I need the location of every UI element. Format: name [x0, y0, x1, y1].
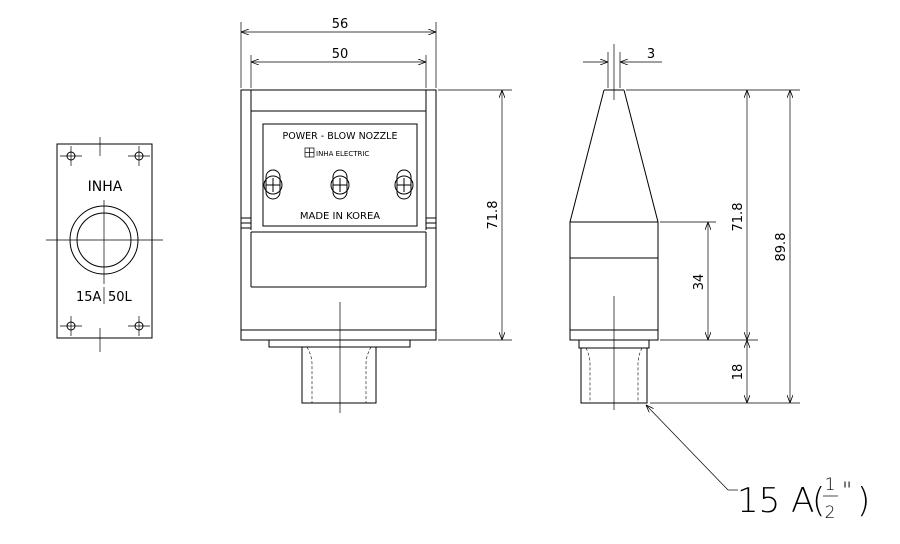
dim-width-outer: 56: [332, 17, 349, 32]
dim-total: 89.8: [774, 233, 789, 262]
callout-numerator: 1: [825, 475, 836, 495]
thread-callout: 15 A ( 1 2 " ): [737, 475, 870, 523]
front-body-outline: [56, 143, 153, 339]
brand-label: INHA: [88, 179, 123, 195]
flange: [268, 339, 411, 348]
callout-paren-open: (: [812, 481, 825, 521]
plate-view: POWER - BLOW NOZZLE INHA ELECTRIC MADE I…: [240, 17, 512, 413]
dim-height-body: 71.8: [486, 201, 501, 230]
side-view: 3 34 71.8 18 89.8: [569, 44, 800, 491]
dim-tip: 3: [647, 47, 655, 62]
callout-size: 15 A: [737, 481, 814, 521]
screw-icon: [330, 169, 350, 200]
dim-width-inner: 50: [332, 47, 349, 62]
screw-icon: [263, 169, 283, 200]
nameplate: [262, 123, 418, 227]
front-view: INHA 15A 50L: [46, 137, 163, 352]
spec-label-2: 50L: [108, 290, 133, 305]
dim-side-lower: 34: [692, 274, 707, 291]
callout-paren-close: ): [857, 481, 870, 521]
leader-line: [646, 405, 729, 491]
thread-fitting: [301, 346, 377, 404]
plate-title: POWER - BLOW NOZZLE: [283, 131, 398, 142]
origin-label: MADE IN KOREA: [300, 211, 380, 222]
dim-thread-len: 18: [731, 364, 746, 381]
dim-side-body: 71.8: [731, 203, 746, 232]
spec-label: 15A: [76, 290, 102, 305]
maker-label: INHA ELECTRIC: [316, 150, 369, 158]
screw-icon: [394, 169, 414, 200]
callout-denominator: 2: [825, 503, 836, 523]
callout-unit: ": [842, 479, 852, 504]
